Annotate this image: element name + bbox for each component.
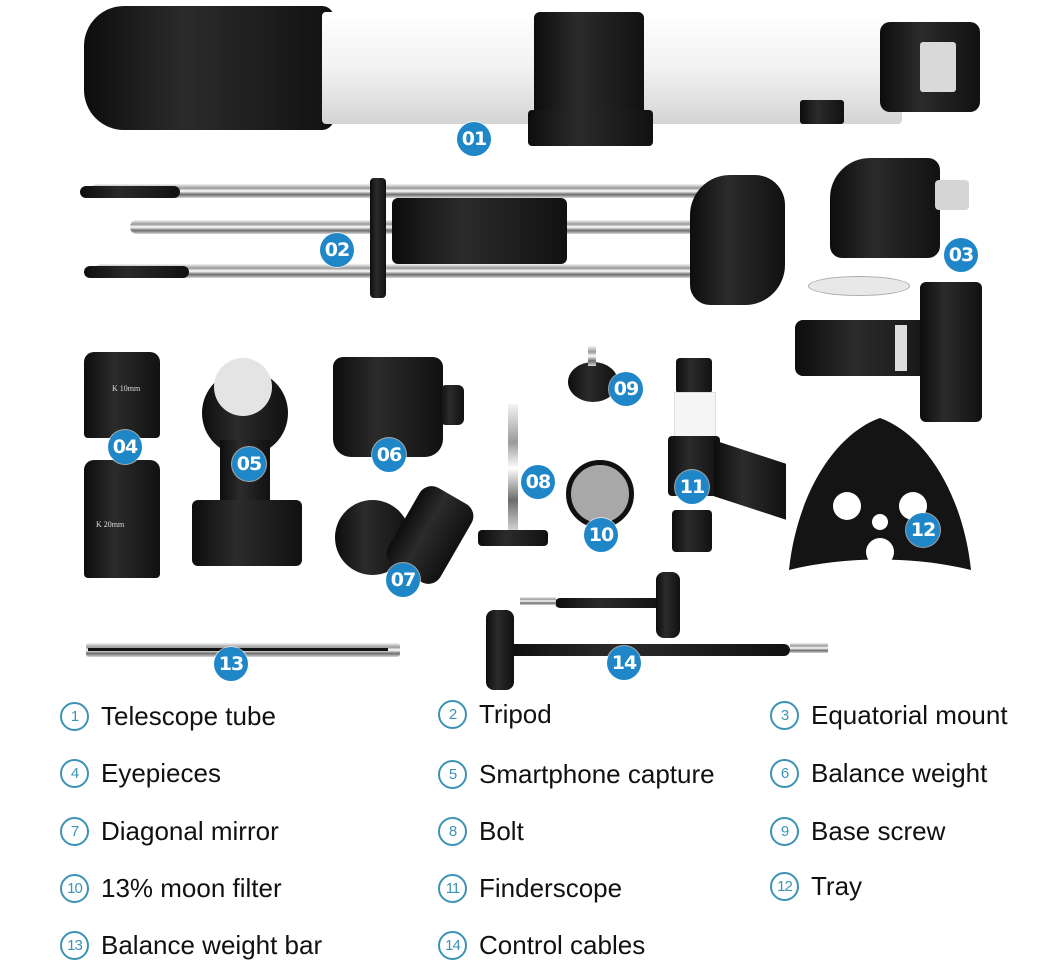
- legend-item-smartphone-capture: 5 Smartphone capture: [438, 757, 715, 791]
- number-circle-icon: 2: [438, 699, 467, 729]
- number-circle-icon: 13: [60, 930, 89, 960]
- badge-01: 01: [457, 122, 491, 156]
- legend-item-balance-weight: 6 Balance weight: [770, 756, 987, 790]
- tray-shape-icon: [789, 418, 971, 570]
- eyepiece-20mm-label: K 20mm: [96, 520, 125, 529]
- legend-item-eyepieces: 4 Eyepieces: [60, 756, 221, 790]
- legend-item-base-screw: 9 Base screw: [770, 814, 945, 848]
- badge-10: 10: [584, 518, 618, 552]
- number-circle-icon: 7: [60, 816, 89, 846]
- legend-label: Tripod: [479, 698, 552, 729]
- legend-item-moon-filter: 10 13% moon filter: [60, 871, 282, 905]
- number-circle-icon: 4: [60, 758, 89, 788]
- legend-label: Balance weight: [811, 757, 988, 788]
- number-circle-icon: 8: [438, 816, 467, 846]
- badge-06: 06: [372, 438, 406, 472]
- badge-08: 08: [521, 465, 555, 499]
- legend-label: Control cables: [479, 929, 646, 960]
- number-circle-icon: 9: [770, 816, 799, 846]
- number-circle-icon: 14: [438, 930, 467, 960]
- legend-item-diagonal-mirror: 7 Diagonal mirror: [60, 814, 279, 848]
- badge-11: 11: [675, 470, 709, 504]
- badge-05: 05: [232, 447, 266, 481]
- legend-label: Base screw: [811, 815, 946, 846]
- number-circle-icon: 6: [770, 758, 799, 788]
- legend-item-telescope-tube: 1 Telescope tube: [60, 699, 276, 733]
- badge-13: 13: [214, 647, 248, 681]
- legend-item-tripod: 2 Tripod: [438, 697, 552, 731]
- legend-item-tray: 12 Tray: [770, 869, 862, 903]
- legend-item-bolt: 8 Bolt: [438, 814, 524, 848]
- badge-14: 14: [607, 646, 641, 680]
- legend-label: Eyepieces: [101, 757, 221, 788]
- eyepiece-10mm-label: K 10mm: [112, 384, 141, 393]
- legend-label: Smartphone capture: [479, 758, 715, 789]
- badge-12: 12: [906, 513, 940, 547]
- legend-item-finderscope: 11 Finderscope: [438, 871, 622, 905]
- badge-07: 07: [386, 563, 420, 597]
- badge-04: 04: [108, 430, 142, 464]
- badge-09: 09: [609, 372, 643, 406]
- legend-label: Bolt: [479, 815, 524, 846]
- badge-03: 03: [944, 238, 978, 272]
- legend-label: Equatorial mount: [811, 699, 1008, 730]
- legend-label: 13% moon filter: [101, 872, 282, 903]
- number-circle-icon: 1: [60, 701, 89, 731]
- number-circle-icon: 5: [438, 759, 467, 789]
- legend-label: Tray: [811, 870, 863, 901]
- legend-label: Diagonal mirror: [101, 815, 279, 846]
- legend-item-control-cables: 14 Control cables: [438, 928, 645, 962]
- number-circle-icon: 11: [438, 873, 467, 903]
- number-circle-icon: 12: [770, 871, 799, 901]
- legend-item-balance-weight-bar: 13 Balance weight bar: [60, 928, 322, 962]
- legend-label: Balance weight bar: [101, 929, 323, 960]
- legend-label: Finderscope: [479, 872, 623, 903]
- badge-02: 02: [320, 233, 354, 267]
- legend-item-equatorial-mount: 3 Equatorial mount: [770, 698, 1008, 732]
- number-circle-icon: 3: [770, 700, 799, 730]
- number-circle-icon: 10: [60, 873, 89, 903]
- legend-label: Telescope tube: [101, 700, 276, 731]
